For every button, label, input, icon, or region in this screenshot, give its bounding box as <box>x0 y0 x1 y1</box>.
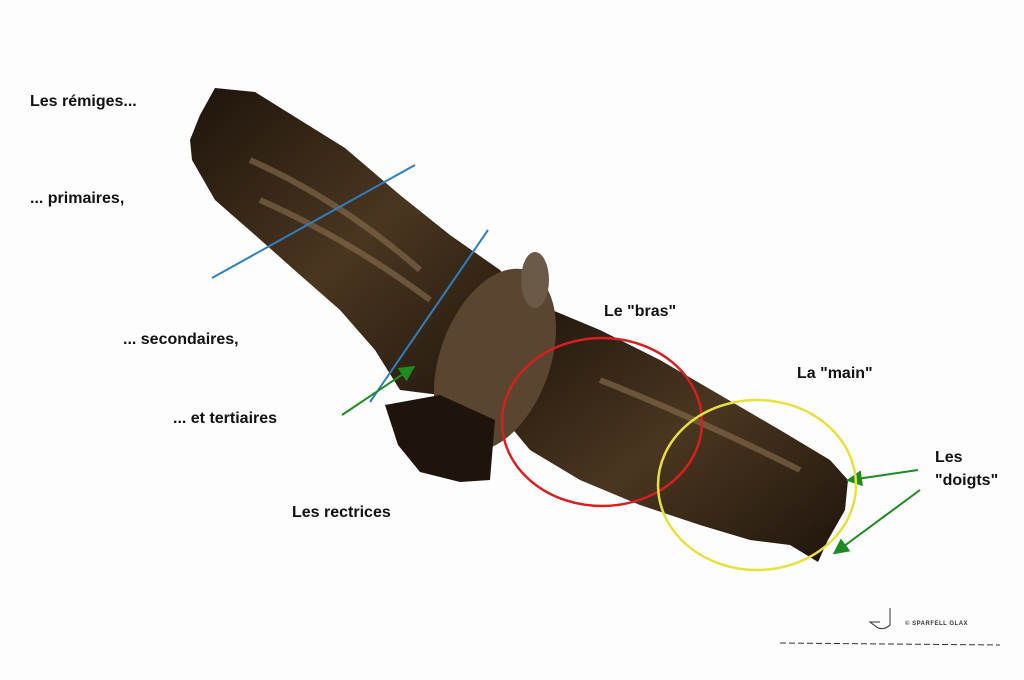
watermark-bird-logo <box>779 608 1001 646</box>
tertiaires-arrow <box>341 365 416 416</box>
label-tertiaires: ... et tertiaires <box>173 410 278 427</box>
label-doigts-line1: Les <box>935 449 963 466</box>
watermark-text: © SPARFELL GLAX <box>905 621 969 627</box>
left-wing <box>190 88 525 395</box>
primaires-divider-line <box>211 164 416 279</box>
doigts-arrow-1 <box>846 469 919 487</box>
head <box>521 252 549 308</box>
vulture-silhouette <box>190 88 848 562</box>
bras-circle <box>500 336 704 508</box>
main-circle <box>656 398 858 572</box>
label-main: La "main" <box>797 365 873 382</box>
label-remiges: Les rémiges... <box>30 93 137 110</box>
label-doigts-line2: "doigts" <box>935 472 999 489</box>
secondaires-divider-line <box>369 229 489 403</box>
tail <box>385 395 495 482</box>
label-rectrices: Les rectrices <box>292 504 391 521</box>
right-wing <box>505 305 848 562</box>
body <box>433 268 557 452</box>
label-primaires: ... primaires, <box>30 190 125 207</box>
label-secondaires: ... secondaires, <box>123 331 239 348</box>
label-bras: Le "bras" <box>604 303 677 320</box>
doigts-arrow-2 <box>832 489 921 555</box>
